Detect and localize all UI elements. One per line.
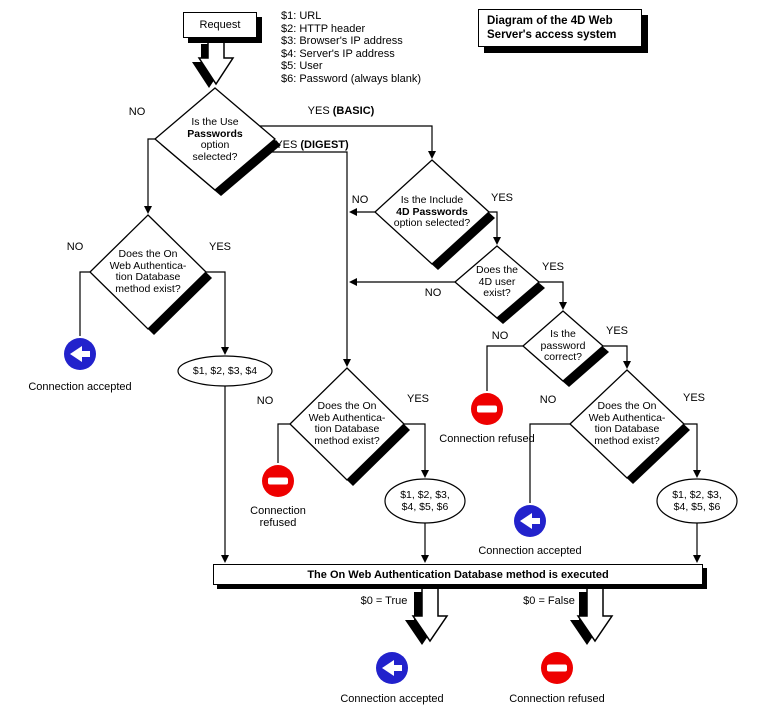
request-box: Request: [183, 12, 257, 38]
params-oval-middle: [384, 478, 466, 524]
s0-false-label: $0 = False: [523, 595, 575, 607]
result-true-arrow: [405, 587, 449, 645]
d4-yes-label: YES: [541, 261, 565, 273]
user-exists-diamond: [454, 245, 545, 324]
s0-true-label: $0 = True: [360, 595, 408, 607]
connector-d5-no: [486, 345, 523, 391]
title-line-1: Diagram of the 4D Web: [487, 15, 613, 27]
d1-no-label: NO: [128, 106, 146, 118]
connector-d1-no: [147, 138, 155, 212]
include-4d-passwords-diamond: [374, 159, 495, 270]
title-line-2: Server's access system: [487, 29, 617, 41]
connection-accepted-icon: [514, 505, 546, 537]
d7-yes-label: YES: [682, 392, 706, 404]
result-false-arrow: [570, 587, 614, 645]
legend: $1: URL $2: HTTP header $3: Browser's IP…: [281, 10, 421, 85]
connector-d6-no: [277, 423, 290, 463]
connection-refused-label: Connection refused: [250, 505, 306, 529]
auth-db-left-diamond: [89, 214, 212, 335]
connector-d6-yes: [404, 423, 426, 474]
params-oval-left: [177, 355, 273, 387]
connector-d3-yes: [489, 211, 498, 242]
d4-no-label: NO: [424, 287, 442, 299]
legend-item: $2: HTTP header: [281, 22, 366, 35]
legend-item: $6: Password (always blank): [281, 72, 422, 85]
use-passwords-diamond: [153, 87, 281, 196]
password-correct-diamond-label: Is the password correct?: [540, 327, 586, 363]
connection-refused-label: Connection refused: [509, 693, 605, 705]
arrowheads: [144, 151, 701, 563]
d1-yes-basic-label: YES (BASIC): [307, 105, 375, 117]
d3-no-label: NO: [351, 194, 369, 206]
connection-refused-label: Connection refused: [439, 433, 535, 445]
auth-db-right-diamond-label: Does the On Web Authentica- tion Databas…: [588, 400, 666, 447]
d5-no-label: NO: [491, 330, 509, 342]
connection-accepted-icon: [64, 338, 96, 370]
legend-item: $1: URL: [281, 10, 322, 22]
d6-yes-label: YES: [406, 393, 430, 405]
connection-refused-icon: [262, 465, 294, 497]
user-exists-diamond-label: Does the 4D user exist?: [475, 263, 519, 299]
executed-box: The On Web Authentication Database metho…: [213, 564, 703, 585]
password-correct-diamond: [522, 310, 609, 387]
connection-refused-icon: [541, 652, 573, 684]
params-oval-right: [656, 478, 738, 524]
connection-accepted-label: Connection accepted: [340, 693, 444, 705]
connector-d1-yes-basic: [260, 125, 433, 156]
params-oval-middle-label: $1, $2, $3, $4, $5, $6: [400, 489, 450, 513]
connection-refused-icon: [471, 393, 503, 425]
connector-d7-yes: [684, 423, 698, 474]
auth-db-right-diamond: [569, 369, 690, 484]
auth-db-middle-diamond-label: Does the On Web Authentica- tion Databas…: [308, 400, 386, 447]
connector-d1-yes-digest: [260, 151, 348, 364]
legend-item: $4: Server's IP address: [281, 47, 395, 60]
legend-item: $3: Browser's IP address: [281, 35, 403, 47]
connector-d5-yes: [603, 345, 628, 366]
legend-item: $5: User: [281, 60, 323, 72]
d7-no-label: NO: [539, 394, 557, 406]
connection-accepted-label: Connection accepted: [28, 381, 132, 393]
params-oval-left-label: $1, $2, $3, $4: [192, 365, 258, 377]
connector-lines: [79, 125, 698, 560]
auth-db-left-diamond-label: Does the On Web Authentica- tion Databas…: [109, 248, 187, 295]
connection-accepted-icon: [376, 652, 408, 684]
d3-yes-label: YES: [490, 192, 514, 204]
connector-d7-no: [529, 423, 570, 503]
auth-db-middle-diamond: [289, 367, 410, 486]
connection-accepted-label: Connection accepted: [478, 545, 582, 557]
params-oval-right-label: $1, $2, $3, $4, $5, $6: [672, 489, 722, 513]
title-box: Diagram of the 4D Web Server's access sy…: [478, 9, 642, 47]
d2-no-label: NO: [66, 241, 84, 253]
request-arrow: [192, 39, 235, 88]
connector-d2-yes: [206, 271, 226, 352]
d6-no-label: NO: [256, 395, 274, 407]
use-passwords-diamond-label: Is the Use Passwords option selected?: [187, 116, 243, 163]
d2-yes-label: YES: [208, 241, 232, 253]
include-4d-passwords-diamond-label: Is the Include 4D Passwords option selec…: [393, 193, 471, 229]
connector-d4-yes: [539, 281, 564, 307]
connector-d2-no: [79, 271, 90, 336]
d1-yes-digest-label: YES (DIGEST): [275, 139, 349, 151]
d5-yes-label: YES: [605, 325, 629, 337]
